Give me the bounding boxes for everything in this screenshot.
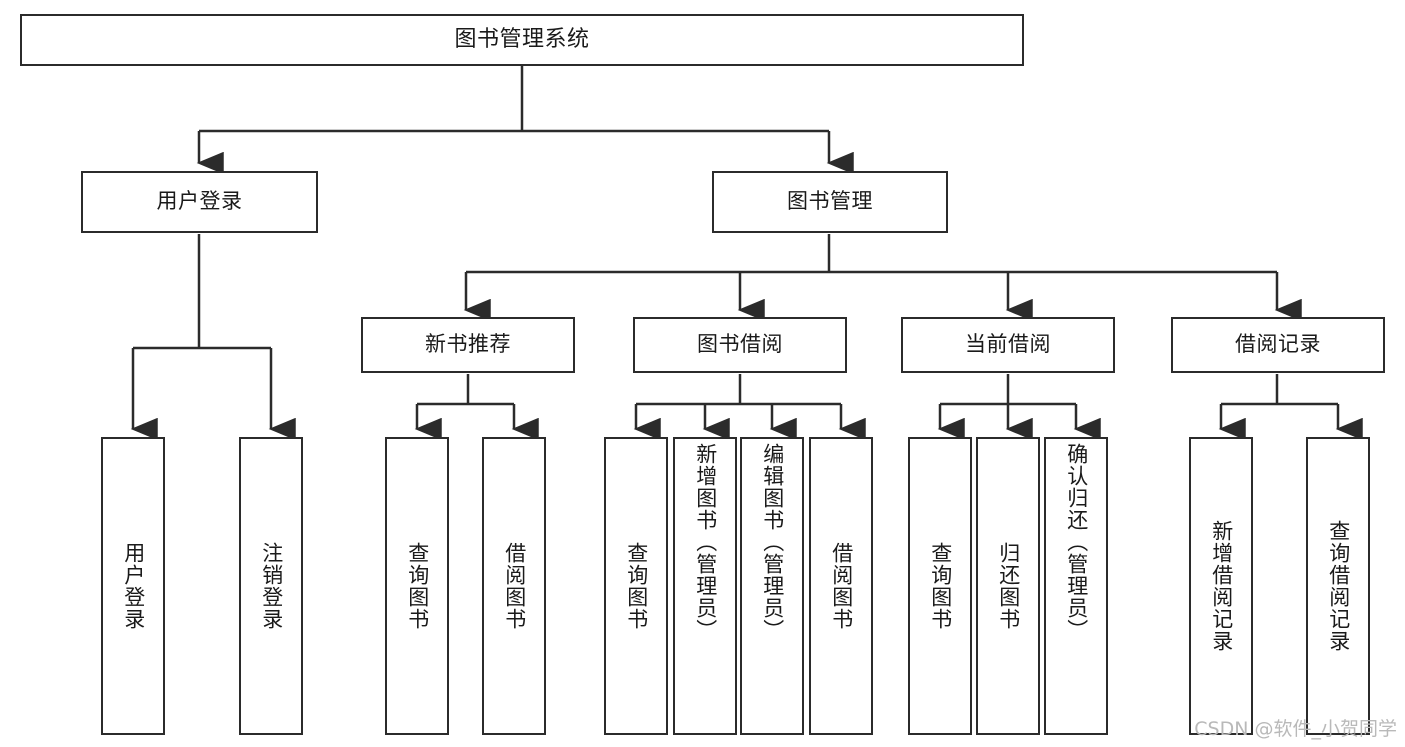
node-label: 查询图书 [405, 542, 430, 630]
edge-user-login-to-leaves [130, 234, 296, 441]
node-leaf-confirm-return[interactable]: 确认归还（管理员） [1044, 437, 1108, 735]
edge-book-manage-to-level3 [463, 234, 1302, 322]
node-leaf-query-book-borrow[interactable]: 查询图书 [604, 437, 668, 735]
node-current-borrow[interactable]: 当前借阅 [901, 317, 1115, 373]
edge-current-borrow-to-leaves [937, 374, 1101, 441]
node-label: 图书管理系统 [454, 26, 590, 52]
node-leaf-edit-book[interactable]: 编辑图书（管理员） [740, 437, 804, 735]
node-label: 查询图书 [928, 542, 953, 630]
edge-borrow-record-to-leaves [1218, 374, 1363, 441]
node-label: 用户登录 [156, 189, 243, 214]
node-label: 图书管理 [787, 189, 873, 214]
node-user-login[interactable]: 用户登录 [81, 171, 318, 233]
node-label: 新增借阅记录 [1209, 520, 1234, 652]
node-label: 注销登录 [259, 542, 284, 630]
node-label: 借阅记录 [1235, 332, 1321, 357]
node-new-book-recommend[interactable]: 新书推荐 [361, 317, 575, 373]
edge-root-to-level2 [196, 66, 854, 175]
node-leaf-borrow-book[interactable]: 借阅图书 [809, 437, 873, 735]
node-label: 查询图书 [624, 542, 649, 630]
node-leaf-query-book-current[interactable]: 查询图书 [908, 437, 972, 735]
node-leaf-add-book[interactable]: 新增图书（管理员） [673, 437, 737, 735]
node-borrow-record[interactable]: 借阅记录 [1171, 317, 1385, 373]
node-leaf-query-borrow-record[interactable]: 查询借阅记录 [1306, 437, 1370, 735]
node-label: 查询借阅记录 [1326, 520, 1351, 652]
edge-new-book-recommend-to-leaves [414, 374, 539, 441]
node-label: 当前借阅 [965, 332, 1051, 357]
node-leaf-add-borrow-record[interactable]: 新增借阅记录 [1189, 437, 1253, 735]
node-label: 确认归还（管理员） [1064, 443, 1089, 641]
node-label: 编辑图书（管理员） [760, 443, 785, 641]
node-leaf-user-logout[interactable]: 注销登录 [239, 437, 303, 735]
node-label: 用户登录 [121, 542, 146, 630]
node-root-system[interactable]: 图书管理系统 [20, 14, 1024, 66]
node-label: 图书借阅 [697, 332, 783, 357]
node-leaf-borrow-book-recommend[interactable]: 借阅图书 [482, 437, 546, 735]
node-book-manage[interactable]: 图书管理 [712, 171, 948, 233]
edge-book-borrow-to-leaves [633, 374, 866, 441]
node-label: 借阅图书 [502, 542, 527, 630]
node-label: 借阅图书 [829, 542, 854, 630]
node-label: 新增图书（管理员） [693, 443, 718, 641]
node-leaf-return-book[interactable]: 归还图书 [976, 437, 1040, 735]
node-label: 新书推荐 [425, 332, 511, 357]
node-label: 归还图书 [996, 542, 1021, 630]
node-leaf-query-book-recommend[interactable]: 查询图书 [385, 437, 449, 735]
node-leaf-user-login[interactable]: 用户登录 [101, 437, 165, 735]
node-book-borrow[interactable]: 图书借阅 [633, 317, 847, 373]
